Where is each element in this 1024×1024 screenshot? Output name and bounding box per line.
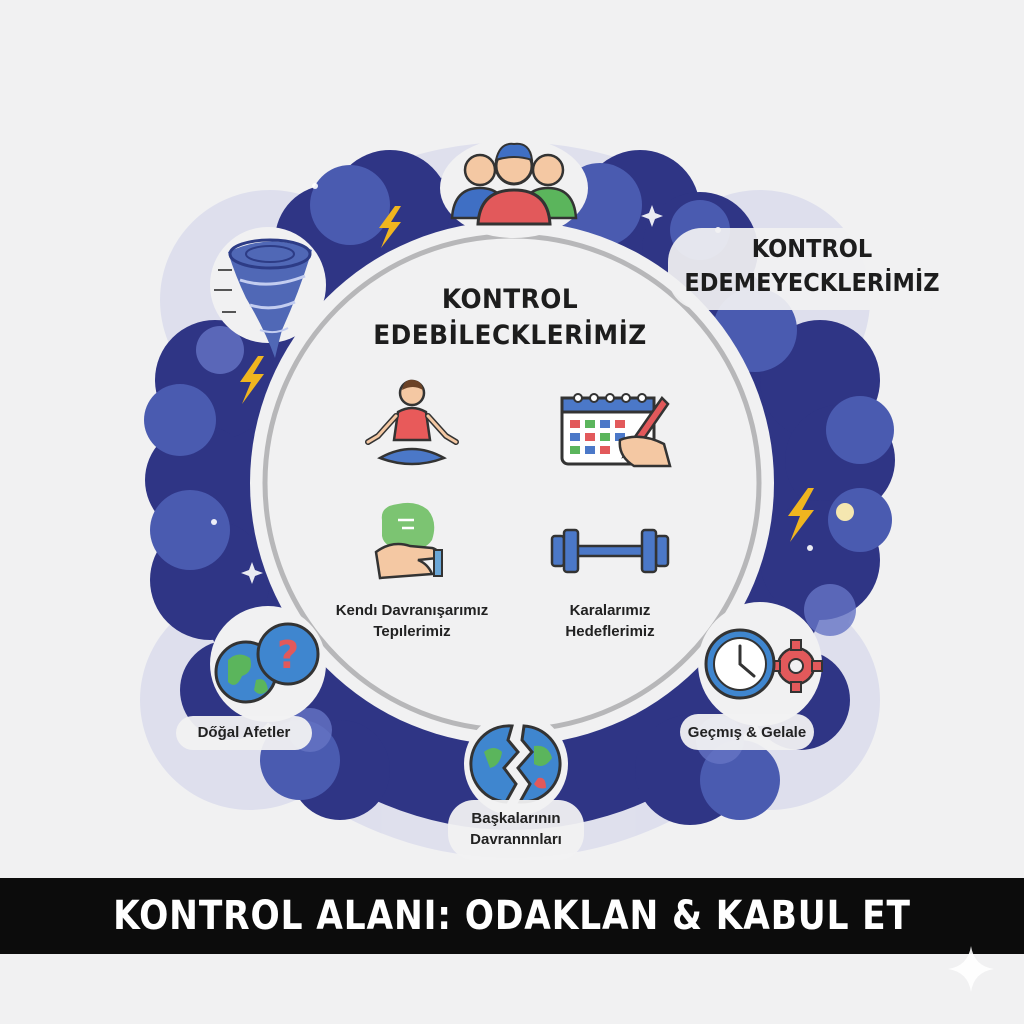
- uncontrollable-title-pill: [668, 228, 956, 310]
- label-decisions-line: Karalarımız: [569, 602, 651, 619]
- uncontrollable-title: KONTROL EDEMEYECKLERİMİZ: [682, 232, 941, 300]
- sparkle-icon: [948, 946, 994, 992]
- meditation-icon: [365, 379, 459, 466]
- banner-title: KONTROL ALANI: ODAKLAN & KABUL ET: [113, 893, 911, 939]
- bottom-banner: [0, 878, 1024, 954]
- uncontrollable-title-line1: KONTROL: [751, 234, 873, 263]
- controllable-circle: [250, 221, 774, 745]
- svg-text:?: ?: [277, 633, 299, 677]
- label-past-future: Geçmış & Gelale: [687, 724, 807, 741]
- tornado-icon: [210, 227, 326, 358]
- broken-globe-icon: [464, 712, 568, 816]
- label-own-behaviors-line2: Tepılerimiz: [373, 623, 451, 640]
- label-natural-disasters: Dőğal Afetler: [197, 724, 291, 741]
- clock-gear-icon: [698, 602, 823, 726]
- label-others-line2: Davrannnları: [470, 831, 562, 848]
- lightning-icon: [240, 206, 814, 542]
- label-others-behaviors: Başkalarının Davrannnları: [448, 808, 584, 850]
- label-own-behaviors-line1: Kendı Davranışarımız: [335, 602, 489, 619]
- uncontrollable-title-line2: EDEMEYECKLERİMİZ: [684, 268, 940, 297]
- controllable-title-line1: KONTROL: [441, 284, 579, 315]
- controllable-title-line2: EDEBİLECKLERİMİZ: [373, 320, 647, 351]
- label-goals-line: Hedeflerimiz: [565, 623, 655, 640]
- people-group-icon: [440, 138, 588, 238]
- calendar-icon: [560, 393, 672, 468]
- hand-holding-icon: [374, 502, 443, 580]
- label-own-behaviors: Kendı Davranışarımız Tepılerimiz: [312, 600, 512, 642]
- label-decisions-goals: Karalarımız Hedeflerimiz: [520, 600, 700, 642]
- label-others-line1: Başkalarının: [471, 810, 561, 827]
- globe-question-icon: ?: [210, 606, 326, 722]
- controllable-title: KONTROL EDEBİLECKLERİMİZ: [317, 282, 703, 354]
- dumbbell-icon: [550, 528, 670, 574]
